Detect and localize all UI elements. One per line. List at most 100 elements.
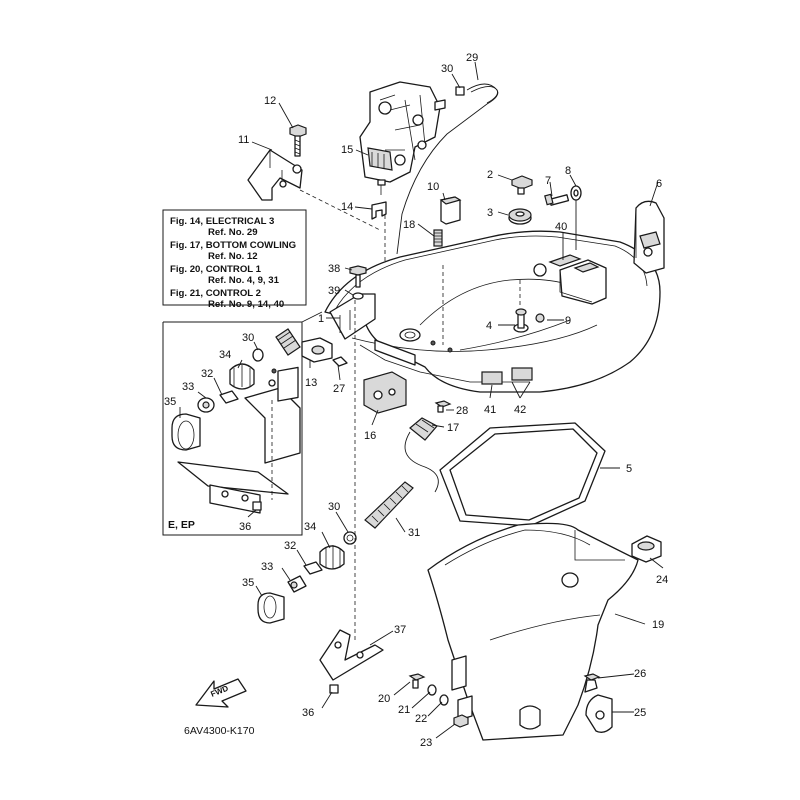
ref-line-7: Fig. 21, CONTROL 2 [170,288,261,299]
callout-20: 20 [378,693,390,705]
callout-30-lower: 30 [328,501,340,513]
callout-12: 12 [264,95,276,107]
callout-27: 27 [333,383,345,395]
part-19-lower-case [427,522,639,741]
dash-11-to-cowl [299,189,381,231]
fwd-arrow: FWD [195,678,247,708]
cable-17-31 [404,431,439,493]
callout-3: 3 [487,207,493,219]
callout-5: 5 [626,463,632,475]
part-9-bolt [535,313,545,323]
callout-13: 13 [305,377,317,389]
callout-28: 28 [456,405,468,417]
part-25-bracket [585,694,613,733]
callout-38: 38 [328,263,340,275]
part-26-screw [583,673,601,693]
callout-6: 6 [656,178,662,190]
part-14-bracket [371,201,387,220]
callout-26: 26 [634,668,646,680]
reference-box: Fig. 14, ELECTRICAL 3 Ref. No. 29 Fig. 1… [162,209,307,310]
part-35-lower [257,592,285,624]
callout-15: 15 [341,144,353,156]
part-32-lower [303,561,323,575]
part-34-lower-knob [319,545,345,570]
part-6-clamp [633,200,665,274]
part-23-nut [453,714,469,728]
callout-35-lower: 35 [242,577,254,589]
inset-part-33 [197,397,215,413]
callout-30-top: 30 [441,63,453,75]
part-13-grommet [301,337,333,363]
callout-24: 24 [656,574,668,586]
leader-lines [179,61,664,739]
ref-line-4: Ref. No. 12 [208,251,258,262]
callout-22: 22 [415,713,427,725]
inset-part-30 [252,328,301,362]
callout-2: 2 [487,169,493,181]
part-21-washer [427,684,437,696]
part-42-label [511,367,533,381]
part-30-clip [455,86,465,96]
callout-34-inset: 34 [219,349,231,361]
part-22-washer [439,694,449,706]
callout-36-inset: 36 [239,521,251,533]
inset-part-36 [252,501,262,511]
part-37-bracket [319,629,384,681]
part-27-plate [332,356,348,367]
part-29-wire-harness [396,83,499,255]
part-10-grommet [439,196,462,225]
part-31-cable-grommet [364,481,414,529]
callout-14: 14 [341,201,353,213]
callout-31: 31 [408,527,420,539]
callout-10: 10 [427,181,439,193]
callout-42: 42 [514,404,526,416]
callout-33-lower: 33 [261,561,273,573]
inset-part-34 [229,363,277,390]
part-4-collar [513,308,529,333]
part-11-bracket [247,149,303,201]
callout-34-lower: 34 [304,521,316,533]
diagram-code: 6AV4300-K170 [184,725,255,737]
part-15-rubber-seal [367,147,393,171]
callout-8: 8 [565,165,571,177]
inset-label: E, EP [168,519,195,531]
bolt-under-15 [377,179,386,195]
callout-19: 19 [652,619,664,631]
callout-21: 21 [398,704,410,716]
part-17-grommet [409,417,438,441]
part-12-bolt [289,124,307,157]
callout-11: 11 [238,134,249,146]
callout-16: 16 [364,430,376,442]
part-24-grommet [631,535,662,563]
ref-line-1: Fig. 14, ELECTRICAL 3 [170,216,274,227]
callout-39: 39 [328,285,340,297]
part-1-bottom-cowling [324,230,661,393]
part-20-bolt [408,673,426,689]
callout-35-inset: 35 [164,396,176,408]
callout-numbers: 29 30 12 11 15 2 7 8 6 10 3 14 18 40 38 … [164,52,668,749]
callout-36-lower: 36 [302,707,314,719]
callout-7: 7 [545,175,551,187]
callout-9: 9 [565,315,571,327]
part-2-grommet-bolt [511,175,533,195]
callout-41: 41 [484,404,496,416]
part-3-grommet [508,208,532,225]
ref-line-2: Ref. No. 29 [208,227,258,238]
callout-1: 1 [318,313,324,325]
part-36-lower-bolt [329,684,339,694]
part-8-washer [570,185,582,201]
callout-32-inset: 32 [201,368,213,380]
inset-e-ep: E, EP [162,311,323,536]
part-16-grommet [363,371,407,414]
callout-25: 25 [634,707,646,719]
callout-17: 17 [447,422,459,434]
callout-23: 23 [420,737,432,749]
ref-line-8: Ref. No. 9, 14, 40 [208,299,284,310]
callout-29: 29 [466,52,478,64]
callout-33-inset: 33 [182,381,194,393]
callout-32-lower: 32 [284,540,296,552]
callout-18: 18 [403,219,415,231]
inset-part-35 [171,413,201,451]
ref-line-3: Fig. 17, BOTTOM COWLING [170,240,296,251]
